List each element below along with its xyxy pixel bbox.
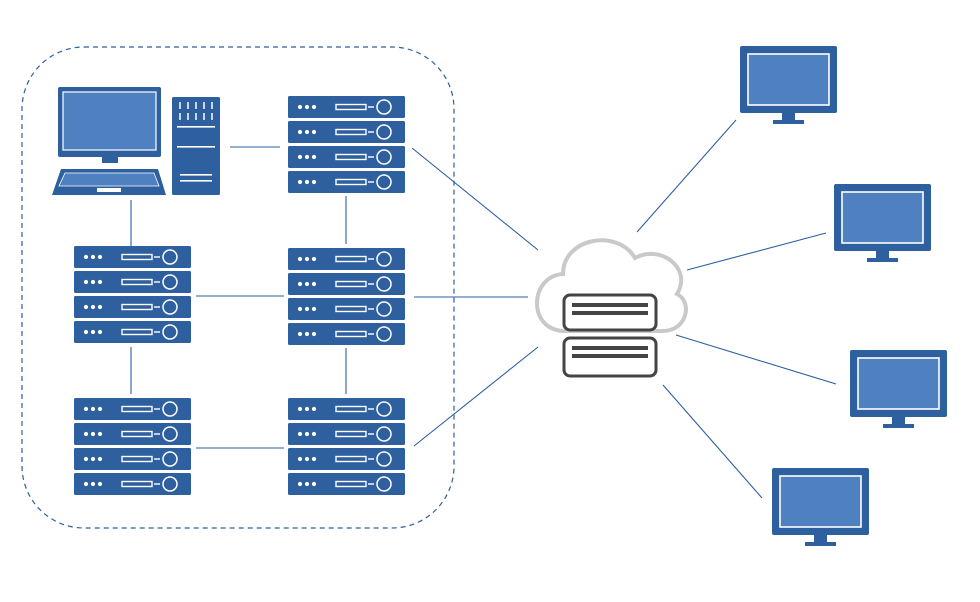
server-unit xyxy=(288,146,405,168)
server-unit xyxy=(74,246,191,268)
local-network-boundary xyxy=(21,46,455,529)
server-rack-icon xyxy=(74,398,191,495)
monitor-icon xyxy=(772,468,869,546)
monitor-icon xyxy=(740,46,837,124)
server-unit xyxy=(288,96,405,118)
server-unit xyxy=(288,323,405,345)
server-rack-icon xyxy=(288,248,405,345)
server-unit xyxy=(74,473,191,495)
server-unit xyxy=(288,473,405,495)
link-cloud-server-to-client-4 xyxy=(662,384,763,499)
server-unit xyxy=(74,448,191,470)
server-unit xyxy=(288,121,405,143)
link-cloud-server-to-client-1 xyxy=(636,119,737,233)
server-rack-icon xyxy=(288,96,405,193)
cloud-server-icon xyxy=(535,238,688,378)
server-unit xyxy=(74,398,191,420)
link-rack-e-to-cloud-server xyxy=(413,346,539,447)
server-unit xyxy=(288,248,405,270)
devices xyxy=(52,46,947,546)
server-unit xyxy=(74,271,191,293)
connection-lines xyxy=(130,119,837,499)
server-unit xyxy=(74,423,191,445)
server-unit xyxy=(74,321,191,343)
server-rack-icon xyxy=(74,246,191,343)
server-unit xyxy=(74,296,191,318)
monitor-icon xyxy=(834,184,931,262)
server-unit xyxy=(288,171,405,193)
server-unit xyxy=(288,448,405,470)
server-rack-icon xyxy=(288,398,405,495)
link-cloud-server-to-client-3 xyxy=(675,334,837,385)
server-unit xyxy=(288,398,405,420)
monitor-icon xyxy=(850,350,947,428)
laptop-icon xyxy=(52,87,166,195)
link-rack-a-to-cloud-server xyxy=(411,147,539,251)
link-cloud-server-to-client-2 xyxy=(686,232,827,271)
server-unit xyxy=(288,273,405,295)
tower-pc-icon xyxy=(172,97,220,195)
server-unit xyxy=(288,423,405,445)
server-unit xyxy=(288,298,405,320)
